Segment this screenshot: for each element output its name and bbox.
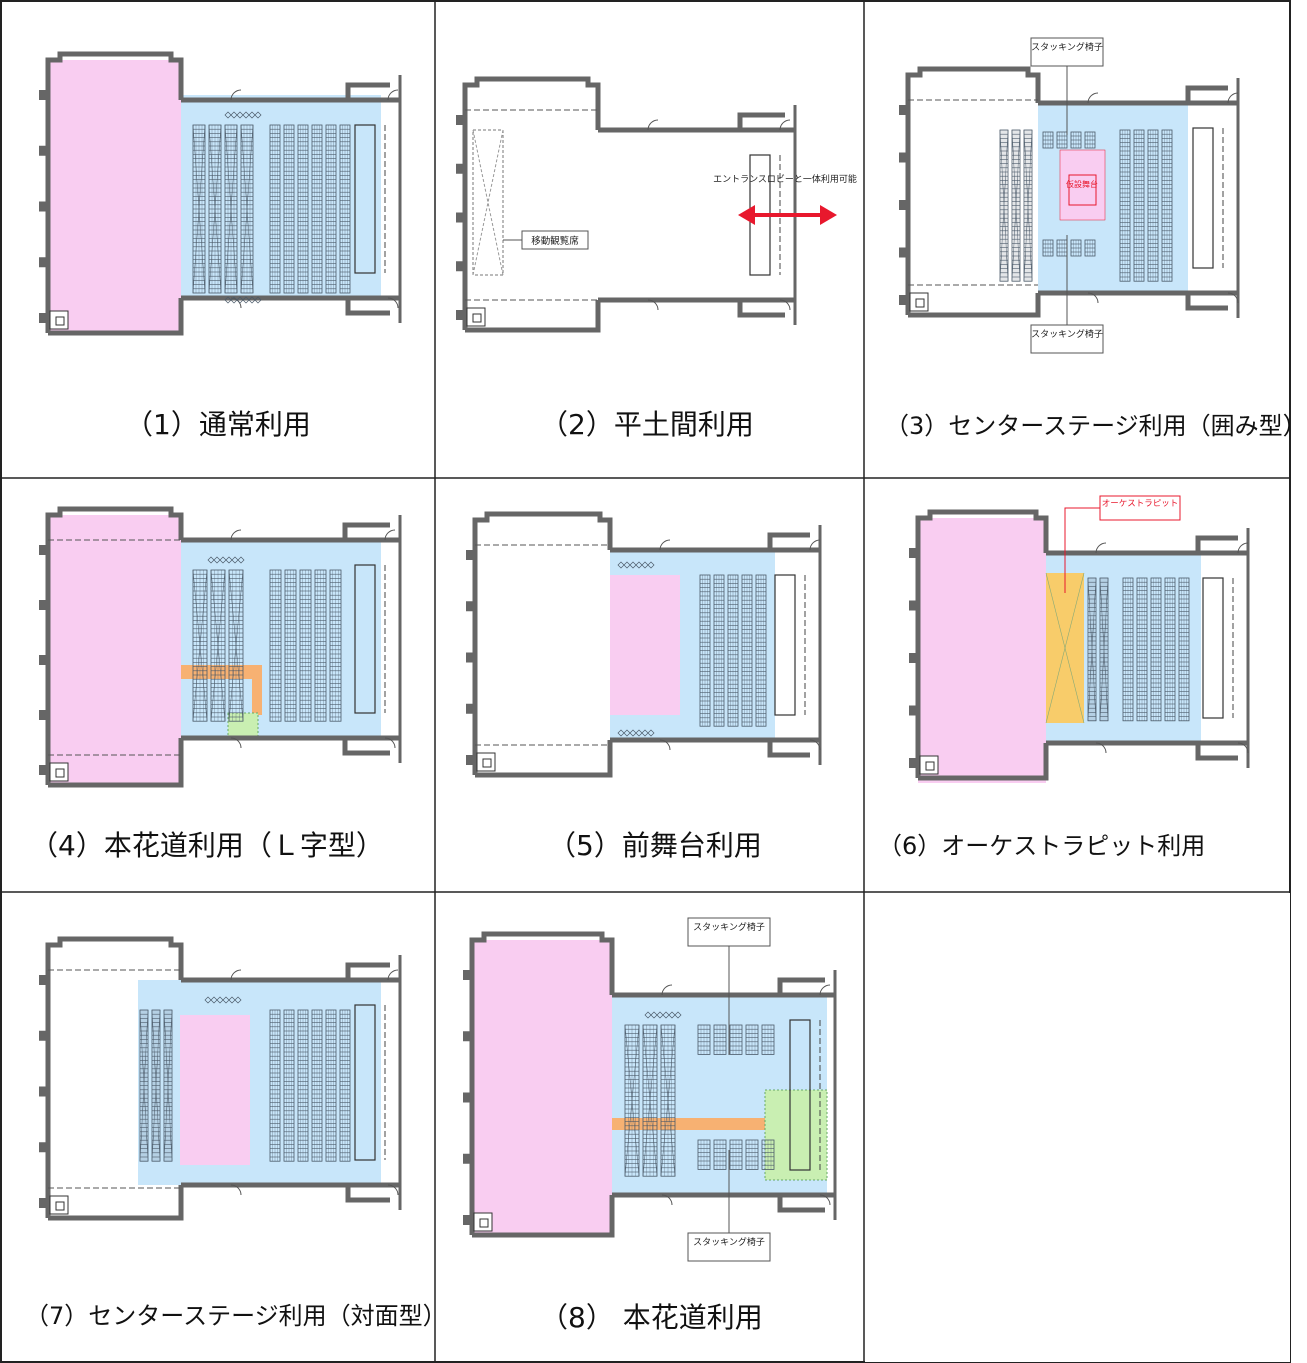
building-walls bbox=[456, 76, 797, 333]
building-walls bbox=[909, 509, 1250, 781]
svg-text:仮設舞台: 仮設舞台 bbox=[1066, 179, 1098, 189]
building-walls bbox=[899, 66, 1240, 318]
caption-normal-use: （1）通常利用 bbox=[125, 408, 311, 441]
mobile-seats-label: 移動観覧席 bbox=[531, 235, 579, 247]
temp-stage-label: 仮設舞台 bbox=[1066, 179, 1098, 189]
seat-blocks bbox=[1087, 577, 1190, 722]
side-area bbox=[764, 1089, 828, 1181]
plan-center-stage-facing bbox=[39, 936, 402, 1221]
seat-block-rear bbox=[269, 124, 351, 294]
seat-blocks bbox=[617, 561, 767, 737]
plan-hanamichi: スタッキング椅子 スタッキング椅子 bbox=[463, 917, 837, 1262]
caption-center-stage-surround: （3）センターステージ利用（囲み型） bbox=[885, 412, 1307, 440]
plan-forestage-use bbox=[466, 511, 822, 778]
orchestra-pit-label: オーケストラピット bbox=[1102, 499, 1179, 509]
stage-area bbox=[48, 60, 181, 333]
caption-flat-floor-use: （2）平土間利用 bbox=[540, 408, 754, 441]
building-walls bbox=[466, 511, 822, 778]
building-walls bbox=[463, 931, 837, 1238]
stacking-chair-callouts: スタッキング椅子 スタッキング椅子 bbox=[687, 917, 771, 1262]
entrance-arrow: エントランスロビーと一体利用可能 bbox=[713, 173, 857, 225]
seat-blocks bbox=[192, 556, 342, 722]
hanamichi-walkway bbox=[612, 1118, 772, 1130]
plan-orchestra-pit-use: オーケストラピット bbox=[909, 495, 1250, 783]
seat-blocks bbox=[624, 1011, 775, 1177]
seat-blocks bbox=[999, 129, 1173, 282]
center-stage bbox=[180, 1015, 250, 1165]
svg-text:エントランスロビーと一体利用可能: エントランスロビーと一体利用可能 bbox=[713, 173, 857, 185]
seating-area bbox=[138, 980, 381, 1185]
forestage bbox=[610, 575, 680, 715]
stage-area bbox=[472, 940, 612, 1235]
plan-normal-use bbox=[39, 51, 402, 336]
entrance-label: エントランスロビーと一体利用可能 bbox=[713, 173, 857, 185]
orchestra-pit bbox=[1045, 572, 1085, 724]
seating-area bbox=[181, 95, 381, 300]
stage-area bbox=[48, 515, 181, 785]
caption-center-stage-facing: （7）センターステージ利用（対面型） bbox=[25, 1302, 447, 1330]
building-walls bbox=[39, 936, 402, 1221]
plan-hanamichi-l-shape bbox=[39, 506, 402, 788]
caption-forestage-use: （5）前舞台利用 bbox=[548, 829, 762, 862]
stacking-label-bottom: スタッキング椅子 bbox=[693, 1236, 765, 1248]
temporary-stage: 仮設舞台 bbox=[1059, 149, 1106, 221]
stacking-label-bottom: スタッキング椅子 bbox=[1031, 328, 1103, 340]
plan-flat-floor-use: 移動観覧席 エントランスロビーと一体利用可能 bbox=[456, 76, 857, 333]
seat-block-front bbox=[192, 111, 262, 304]
stacking-label-top: スタッキング椅子 bbox=[693, 921, 765, 933]
caption-hanamichi-l-shape: （4）本花道利用（Ｌ字型） bbox=[30, 829, 384, 862]
seat-blocks bbox=[139, 996, 351, 1162]
hanamichi-walkway bbox=[181, 665, 262, 715]
plan-center-stage-surround: 仮設舞台 スタッキング椅子 スタッキング椅子 bbox=[899, 37, 1240, 354]
stacking-label-top: スタッキング椅子 bbox=[1031, 41, 1103, 53]
stage-area bbox=[918, 518, 1046, 783]
building-walls bbox=[39, 506, 402, 788]
mobile-seats-outline: 移動観覧席 bbox=[472, 129, 589, 276]
building-walls bbox=[39, 51, 402, 336]
caption-orchestra-pit-use: （6）オーケストラピット利用 bbox=[878, 832, 1206, 860]
stacking-chair-callouts: スタッキング椅子 スタッキング椅子 bbox=[1030, 37, 1104, 354]
caption-hanamichi: （8） 本花道利用 bbox=[540, 1301, 763, 1334]
orchestra-pit-callout: オーケストラピット bbox=[1064, 495, 1181, 593]
